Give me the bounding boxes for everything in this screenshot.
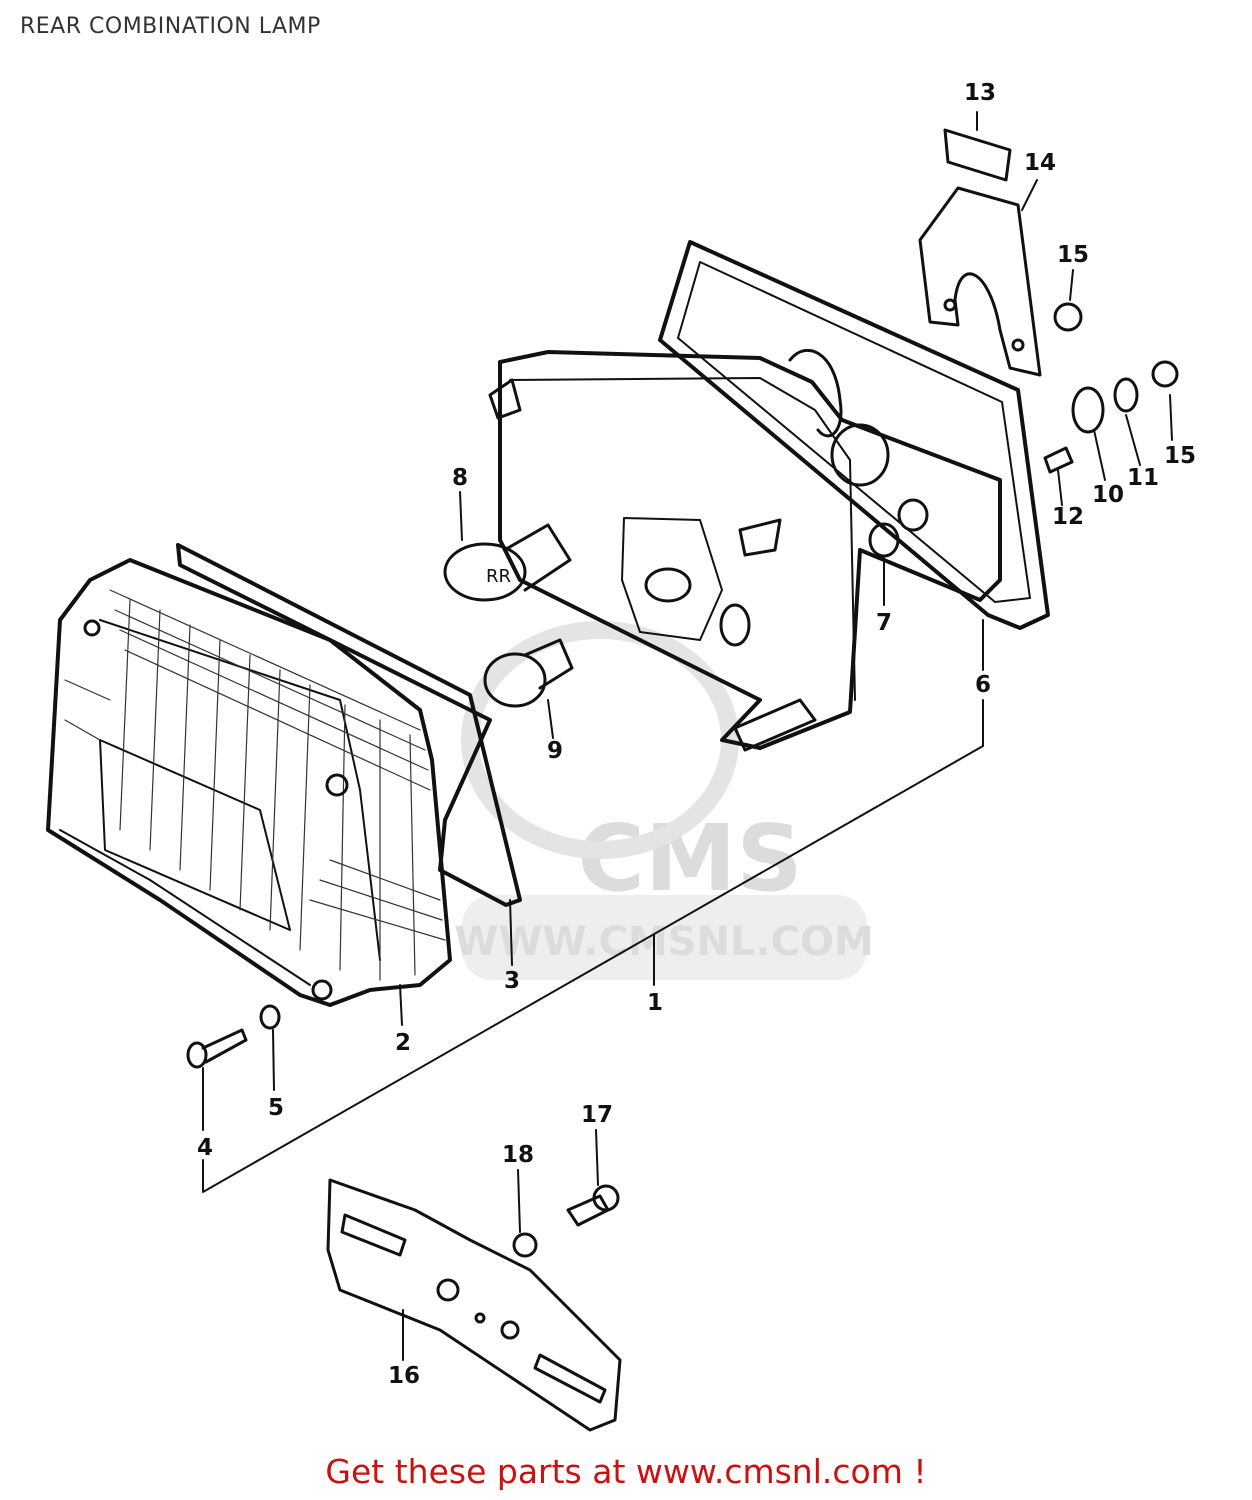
callout-15-upper: 15 <box>1057 242 1089 268</box>
leader-lines <box>202 111 1173 1361</box>
washer-11 <box>1113 377 1139 413</box>
bolt <box>566 1184 620 1227</box>
callout-11: 11 <box>1127 465 1159 491</box>
nut-18 <box>512 1232 538 1258</box>
callout-2: 2 <box>395 1030 411 1056</box>
bulb-small <box>483 638 574 708</box>
callout-12: 12 <box>1052 504 1084 530</box>
watermark-url: WWW.CMSNL.COM <box>454 919 874 965</box>
callout-4: 4 <box>197 1135 213 1161</box>
washer-5 <box>259 1004 281 1030</box>
callout-3: 3 <box>504 968 520 994</box>
callout-13: 13 <box>964 80 996 106</box>
lamp-housing <box>488 349 1002 752</box>
nut-15-lower <box>1151 360 1179 388</box>
callout-10: 10 <box>1092 482 1124 508</box>
bulb-large: RR <box>443 523 572 602</box>
outer-gasket <box>658 240 1050 630</box>
license-bracket <box>326 1178 622 1432</box>
callout-16: 16 <box>388 1363 420 1389</box>
svg-text:RR: RR <box>486 566 511 587</box>
callout-7: 7 <box>876 610 892 636</box>
grommet <box>868 522 900 558</box>
bracket <box>918 186 1042 377</box>
callout-17: 17 <box>581 1102 613 1128</box>
footer-link[interactable]: www.cmsnl.com <box>635 1452 903 1491</box>
callout-5: 5 <box>268 1095 284 1121</box>
screw <box>186 1028 248 1069</box>
cushion <box>943 128 1012 182</box>
callout-1: 1 <box>647 990 663 1016</box>
callout-15-lower: 15 <box>1164 443 1196 469</box>
callout-9: 9 <box>547 738 563 764</box>
footer-suffix: ! <box>902 1452 927 1491</box>
callout-8: 8 <box>452 465 468 491</box>
damper <box>1071 386 1105 434</box>
callout-14: 14 <box>1024 150 1056 176</box>
callout-18: 18 <box>502 1142 534 1168</box>
footer-cta: Get these parts at www.cmsnl.com ! <box>0 1452 1252 1491</box>
callout-numbers: 13 14 15 15 11 10 12 7 8 9 6 3 1 2 5 4 1… <box>197 80 1196 1389</box>
footer-prefix: Get these parts at <box>325 1452 636 1491</box>
nut-15-upper <box>1053 302 1083 332</box>
collar <box>1043 446 1074 474</box>
callout-6: 6 <box>975 672 991 698</box>
diagram-title: REAR COMBINATION LAMP <box>20 14 321 39</box>
tail-lens <box>46 558 452 1007</box>
